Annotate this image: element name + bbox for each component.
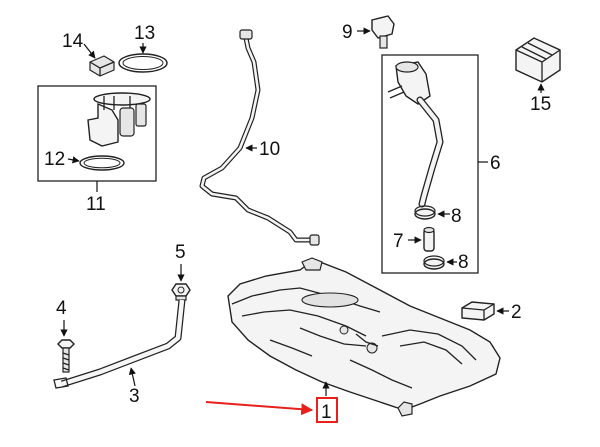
pad-part-2	[461, 301, 495, 321]
leader-3	[128, 367, 136, 387]
callout-9: 9	[342, 22, 353, 43]
filler-pipe-box-6	[381, 54, 479, 274]
hose-7	[423, 226, 435, 252]
clip-part-14	[89, 55, 115, 77]
callout-14: 14	[62, 31, 84, 52]
callout-1-highlight-box	[316, 397, 338, 423]
callout-4: 4	[56, 298, 67, 319]
callout-12: 12	[44, 149, 65, 170]
callout-13: 13	[134, 23, 155, 44]
callout-2: 2	[511, 302, 522, 323]
callout-8-lower: 8	[458, 252, 469, 273]
vent-hose-part-10	[199, 29, 320, 246]
callout-1: 1	[321, 402, 332, 423]
callout-15: 15	[530, 94, 551, 115]
seal-ring-part-13	[118, 53, 168, 73]
hose-clamp-8-lower	[423, 255, 445, 270]
callout-6: 6	[490, 153, 501, 174]
nut-part-5	[171, 283, 191, 301]
fuel-tank-part-1	[227, 257, 501, 417]
leader-14	[83, 43, 96, 59]
hose-clamp-8-upper	[414, 205, 436, 220]
callout-7: 7	[393, 231, 404, 252]
red-pointer-arrow	[205, 401, 314, 416]
callout-11: 11	[86, 194, 106, 215]
callout-3: 3	[129, 386, 140, 407]
callout-10: 10	[259, 139, 280, 160]
fuel-pump-module	[87, 92, 151, 147]
strap-part-3	[53, 299, 186, 389]
leader-12	[67, 156, 80, 164]
valve-part-9	[371, 15, 395, 49]
callout-5: 5	[175, 242, 186, 263]
filler-neck	[387, 61, 444, 208]
callout-8-upper: 8	[451, 206, 462, 227]
module-part-15	[515, 37, 561, 83]
seal-ring-part-12	[79, 155, 125, 171]
bolt-part-4	[57, 339, 75, 373]
